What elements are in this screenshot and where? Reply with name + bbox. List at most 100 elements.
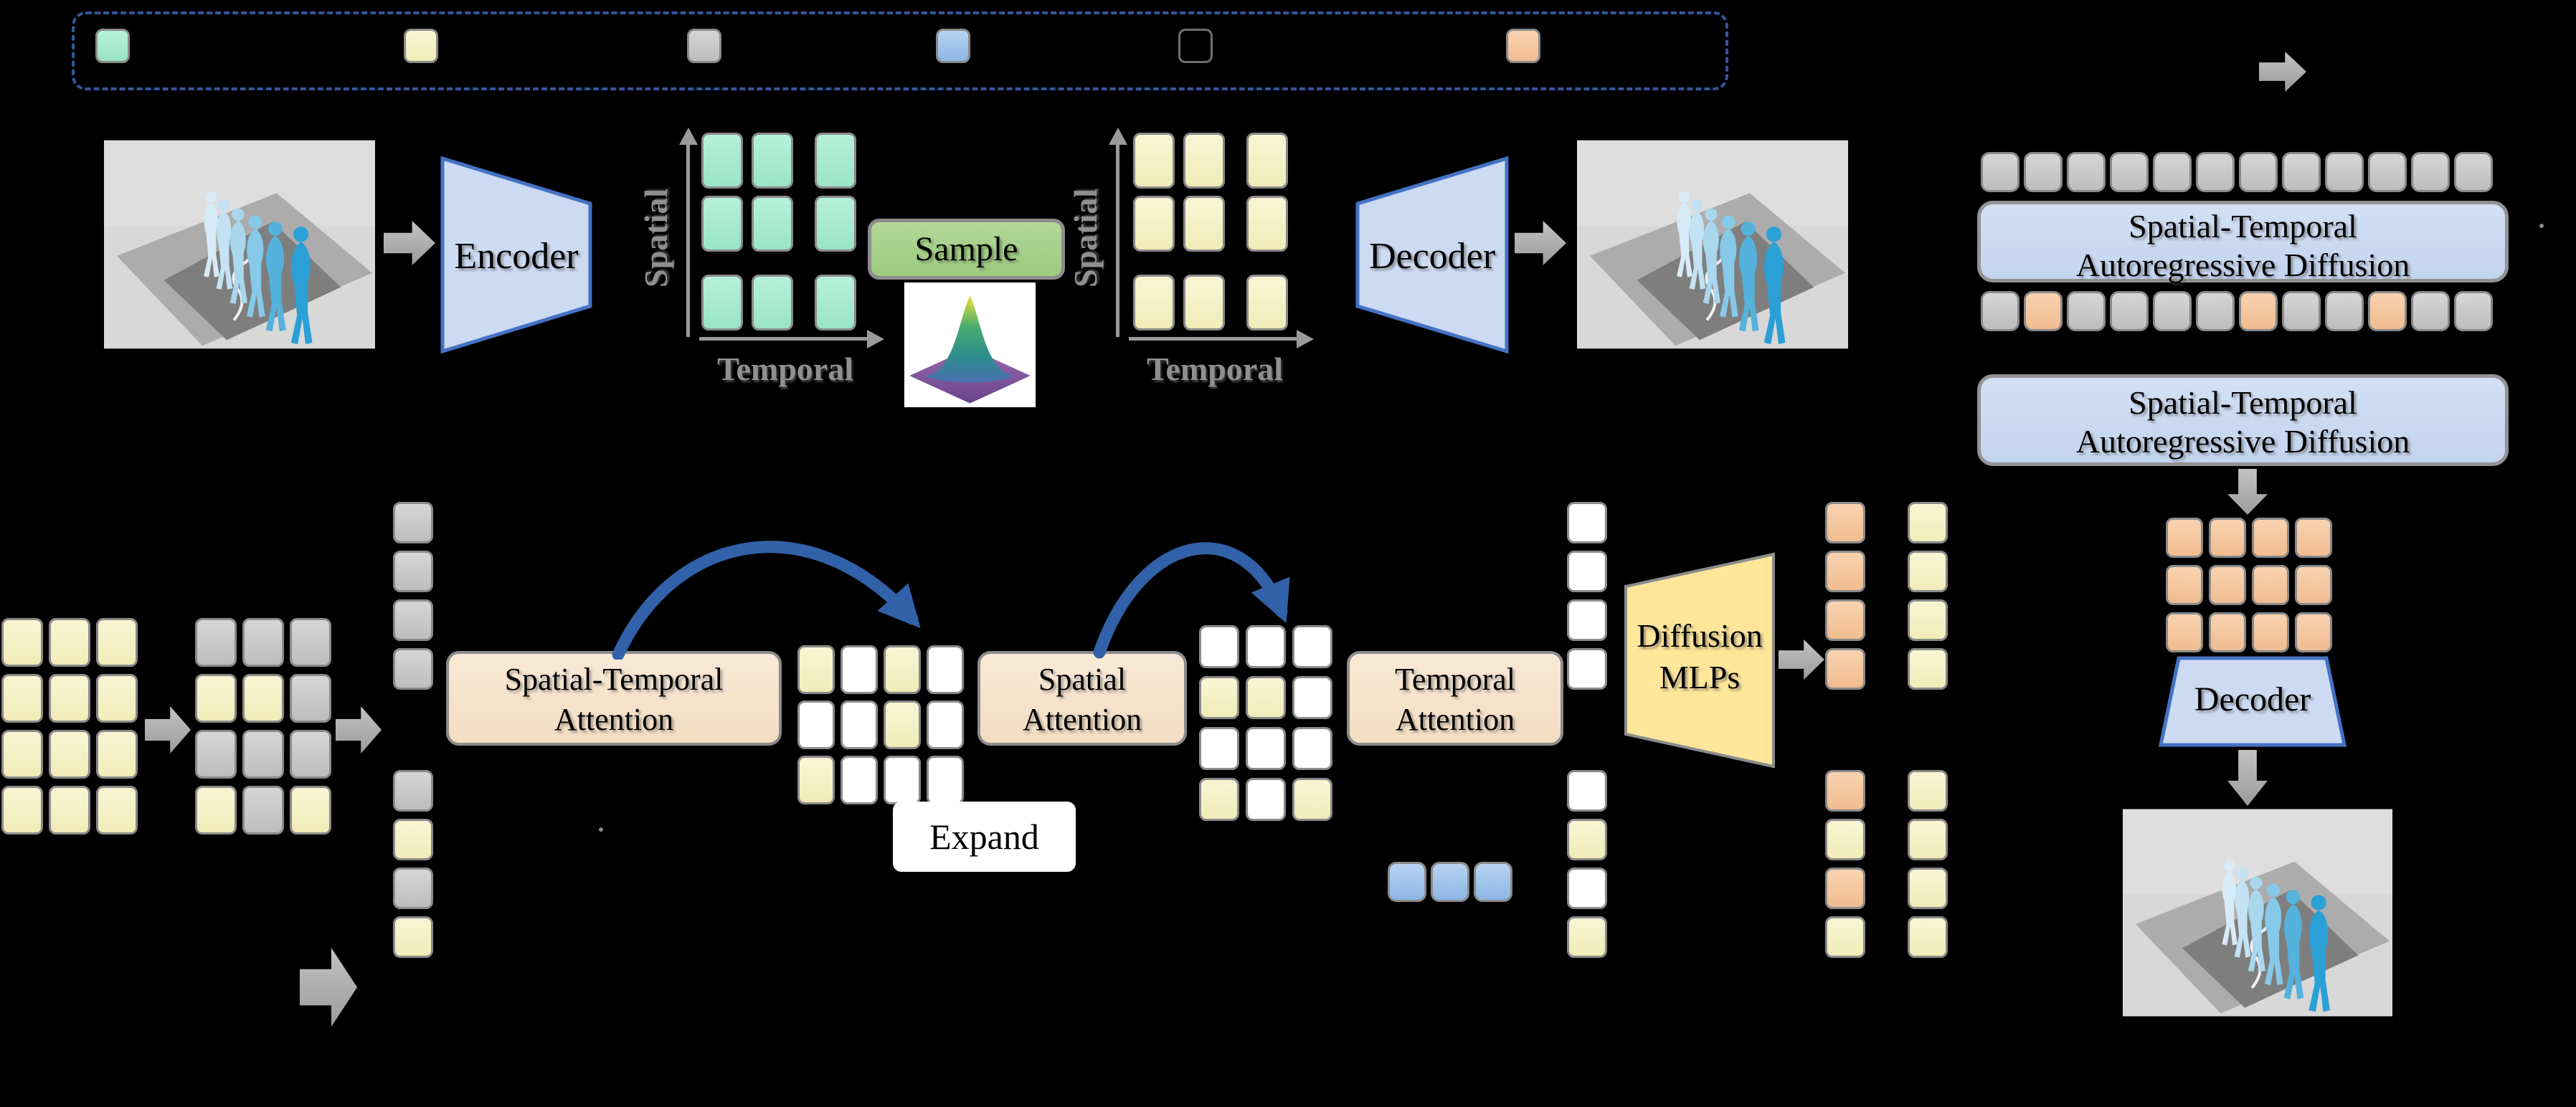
token-y [49, 786, 90, 835]
token-y [49, 730, 90, 779]
flatten-arrow-icon [336, 706, 382, 754]
spatial-axis-yellow [1116, 143, 1119, 337]
token-b [1474, 862, 1512, 902]
token-g [2282, 152, 2321, 192]
token-y [1183, 275, 1225, 331]
spatial-attention-line2: Attention [1022, 702, 1142, 737]
token-row [1199, 727, 1332, 770]
token-g [2325, 152, 2364, 192]
token-g [2110, 291, 2149, 331]
token-y [797, 756, 835, 804]
token-o [2252, 518, 2289, 558]
token-y [96, 730, 138, 779]
token-b [936, 29, 970, 63]
token-y [1908, 868, 1948, 909]
spatial-axis-label-yellow: Spatial [1067, 188, 1104, 288]
token-g [393, 551, 433, 592]
token-w [927, 645, 964, 694]
token-row [797, 700, 964, 749]
token-b [599, 827, 603, 832]
token-o [2295, 612, 2332, 652]
ar-top-arrow-icon [2259, 52, 2306, 92]
diffusion-mlps-line2: MLPs [1659, 659, 1741, 695]
token-o [1825, 551, 1865, 592]
encoder-label: Encoder [454, 236, 579, 277]
token-w [1292, 625, 1332, 668]
token-y [1908, 551, 1948, 592]
ar-side-condition-token [2539, 224, 2544, 228]
legend-token-masked [687, 29, 721, 63]
token-o [2209, 612, 2246, 652]
token-y [49, 674, 90, 723]
token-y [1, 786, 43, 835]
token-y [1908, 502, 1948, 543]
token-row [2166, 565, 2332, 605]
token-g [2153, 291, 2192, 331]
post-spatial-grid [1199, 625, 1332, 821]
decoder-shape [1355, 156, 1509, 353]
token-y [1, 618, 43, 667]
diffusion-mlps-label: Diffusion MLPs [1624, 615, 1776, 698]
token-w [1567, 868, 1607, 909]
token-gap [1825, 690, 1865, 763]
ar-decoder-shape [2159, 656, 2347, 747]
token-t [815, 196, 856, 252]
token-y [393, 819, 433, 860]
denoiser-masked-grid [195, 618, 331, 835]
ar-token-row-top [1981, 152, 2493, 192]
mid-grid [797, 645, 964, 804]
token-g [687, 29, 721, 63]
token-row [195, 730, 331, 779]
mlp-output-arrow-icon [1779, 640, 1824, 680]
token-row [1199, 676, 1332, 719]
ar-down-arrow-1-icon [2227, 469, 2268, 515]
token-o [1825, 648, 1865, 690]
token-o [2239, 291, 2278, 331]
reconstructed-motion-image [1577, 140, 1848, 349]
condition-token-single [599, 827, 603, 832]
token-g [2196, 291, 2235, 331]
expand-label: Expand [929, 817, 1039, 857]
token-o [2209, 565, 2246, 605]
token-y [1133, 275, 1175, 331]
token-y [797, 645, 835, 694]
token-row [1133, 133, 1288, 189]
token-y [1567, 819, 1607, 860]
token-o [1825, 502, 1865, 543]
ar-decoder-label: Decoder [2194, 680, 2311, 718]
attention-arc-1-icon [612, 541, 921, 660]
diffusion-mlps-shape [1624, 552, 1775, 769]
token-g [2067, 291, 2106, 331]
st-attention-line2: Attention [554, 702, 674, 737]
token-row [797, 645, 964, 694]
token-g [195, 730, 237, 779]
condition-token-row [1388, 862, 1512, 902]
token-o [1506, 29, 1540, 63]
token-g [290, 730, 331, 779]
token-row [1199, 778, 1332, 821]
temporal-axis-label-teal: Temporal [717, 351, 853, 387]
ar-diffusion-box-1-line1: Spatial-Temporal [2128, 208, 2357, 244]
token-w [1246, 778, 1286, 821]
temporal-axis-teal [699, 337, 868, 341]
token-gap [1908, 690, 1948, 763]
spatial-axis-label-teal: Spatial [638, 188, 674, 288]
temporal-attention-line1: Temporal [1395, 662, 1515, 697]
token-w [1199, 727, 1239, 770]
token-w [884, 756, 921, 804]
token-g [2153, 152, 2192, 192]
token-row [1, 786, 138, 835]
token-g [393, 648, 433, 690]
token-w [927, 700, 964, 749]
latent-grid-yellow [1133, 133, 1288, 331]
token-t [752, 196, 793, 252]
token-y [884, 700, 921, 749]
token-o [2024, 291, 2063, 331]
generated-motion-image [2123, 809, 2392, 1017]
ar-latent-grid [2166, 518, 2332, 652]
sample-label: Sample [914, 230, 1018, 268]
token-o [2252, 612, 2289, 652]
token-w [927, 756, 964, 804]
token-o [2368, 291, 2407, 331]
token-row [195, 786, 331, 835]
